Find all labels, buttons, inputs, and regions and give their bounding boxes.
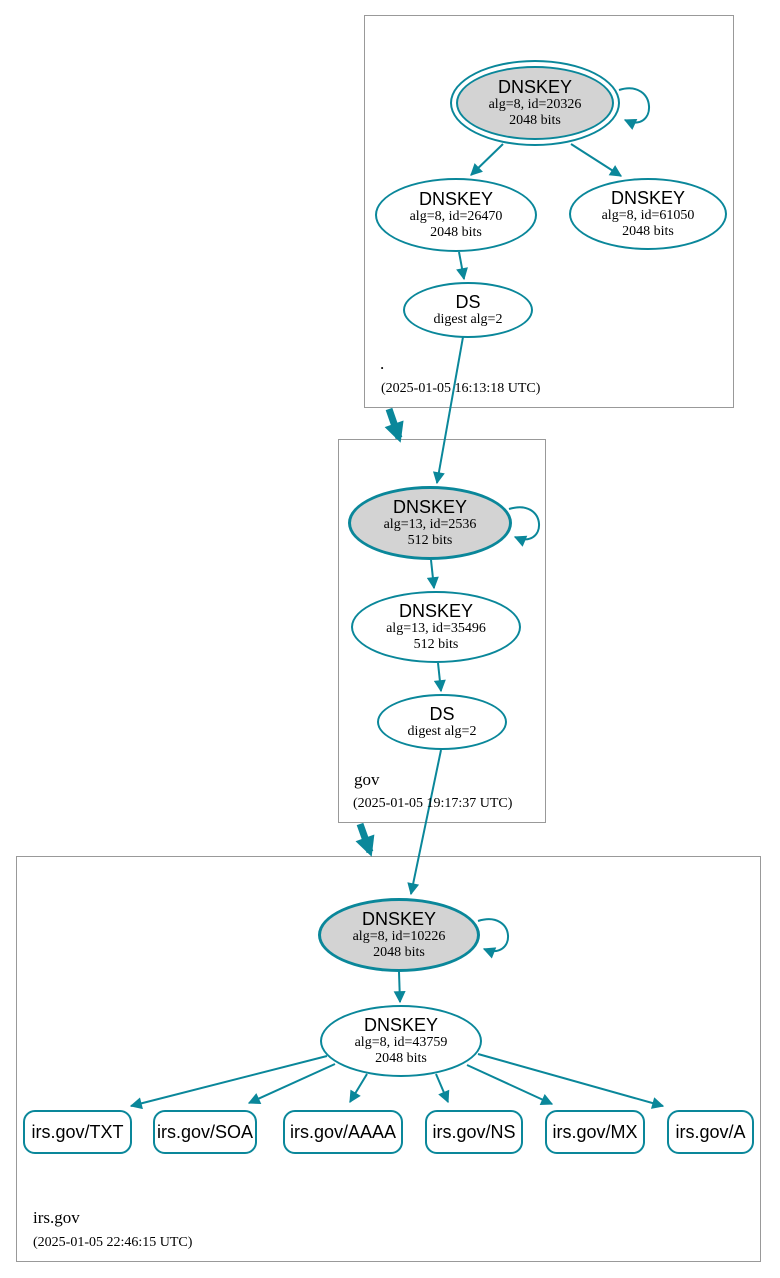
rrset-irs-gov-soa[interactable]: irs.gov/SOA (153, 1110, 257, 1154)
node-detail: alg=8, id=20326 (488, 97, 582, 112)
node-detail: alg=13, id=35496 (386, 621, 486, 636)
node-bits: 2048 bits (622, 224, 674, 239)
edge-root-zsk-to-ds (456, 251, 468, 281)
node-title: DNSKEY (398, 601, 474, 621)
node-root-zsk-61050[interactable]: DNSKEY alg=8, id=61050 2048 bits (569, 178, 727, 250)
node-irs-ksk[interactable]: DNSKEY alg=8, id=10226 2048 bits (318, 898, 480, 972)
node-bits: 2048 bits (430, 225, 482, 240)
rrset-irs-gov-mx[interactable]: irs.gov/MX (545, 1110, 645, 1154)
node-title: DNSKEY (363, 1015, 439, 1035)
edge-irs-zsk-to-aaaa (349, 1073, 368, 1104)
zone-label-gov: gov (354, 770, 380, 789)
node-root-ksk-inner: DNSKEY alg=8, id=20326 2048 bits (456, 66, 614, 140)
edge-irs-zsk-to-mx (466, 1064, 554, 1105)
node-detail: alg=13, id=2536 (383, 517, 477, 532)
node-irs-zsk-43759[interactable]: DNSKEY alg=8, id=43759 2048 bits (320, 1005, 482, 1077)
zone-timestamp-root: (2025-01-05 16:13:18 UTC) (381, 381, 541, 396)
edge-irs-zsk-to-a (477, 1053, 665, 1109)
edge-gov-to-irs-delegation (355, 822, 375, 857)
rrset-irs-gov-txt[interactable]: irs.gov/TXT (23, 1110, 132, 1154)
zone-box-irs-gov (16, 856, 761, 1262)
node-root-ds[interactable]: DS digest alg=2 (403, 282, 533, 338)
node-title: DNSKEY (610, 188, 686, 208)
node-bits: 2048 bits (509, 113, 561, 128)
rrset-irs-gov-ns[interactable]: irs.gov/NS (425, 1110, 523, 1154)
node-bits: 512 bits (413, 637, 459, 652)
edge-gov-ds-to-irs-ksk (407, 749, 442, 896)
edge-root-ksk-to-zsk-26470 (470, 143, 504, 176)
node-root-ksk[interactable]: DNSKEY alg=8, id=20326 2048 bits (450, 60, 620, 146)
edge-root-ds-to-gov-ksk (432, 336, 464, 485)
node-title: DS (455, 292, 481, 312)
node-gov-ksk[interactable]: DNSKEY alg=13, id=2536 512 bits (348, 486, 512, 560)
zone-timestamp-irs-gov: (2025-01-05 22:46:15 UTC) (33, 1235, 193, 1250)
node-detail: digest alg=2 (433, 312, 503, 327)
edge-gov-ksk-to-zsk (426, 559, 439, 590)
edge-irs-zsk-to-ns (435, 1073, 450, 1104)
edge-root-ksk-to-zsk-61050 (570, 143, 623, 177)
node-detail: alg=8, id=43759 (354, 1035, 448, 1050)
node-title: DNSKEY (497, 77, 573, 97)
zone-box-gov (338, 439, 546, 823)
node-title: DS (429, 704, 455, 724)
zone-box-root (364, 15, 734, 408)
rrset-irs-gov-a[interactable]: irs.gov/A (667, 1110, 754, 1154)
zone-label-irs-gov: irs.gov (33, 1208, 80, 1227)
edge-irs-zsk-to-soa (247, 1063, 336, 1105)
node-bits: 512 bits (407, 533, 453, 548)
zone-timestamp-gov: (2025-01-05 19:17:37 UTC) (353, 796, 513, 811)
edge-irs-zsk-to-txt (129, 1055, 328, 1110)
node-title: DNSKEY (361, 909, 437, 929)
node-detail: alg=8, id=26470 (409, 209, 503, 224)
zone-label-root: . (380, 354, 385, 373)
node-title: DNSKEY (418, 189, 494, 209)
node-detail: alg=8, id=10226 (352, 929, 446, 944)
edge-root-to-gov-delegation (384, 407, 404, 443)
edge-gov-zsk-to-ds (433, 662, 446, 693)
edge-irs-ksk-to-zsk (393, 971, 406, 1004)
node-bits: 2048 bits (375, 1051, 427, 1066)
node-gov-zsk-35496[interactable]: DNSKEY alg=13, id=35496 512 bits (351, 591, 521, 663)
edge-root-ksk-selfloop (618, 87, 650, 130)
node-title: DNSKEY (392, 497, 468, 517)
node-root-zsk-26470[interactable]: DNSKEY alg=8, id=26470 2048 bits (375, 178, 537, 252)
edge-irs-ksk-selfloop (477, 918, 509, 959)
node-detail: digest alg=2 (407, 724, 477, 739)
rrset-irs-gov-aaaa[interactable]: irs.gov/AAAA (283, 1110, 403, 1154)
node-detail: alg=8, id=61050 (601, 208, 695, 223)
edge-gov-ksk-selfloop (508, 506, 540, 547)
node-bits: 2048 bits (373, 945, 425, 960)
node-gov-ds[interactable]: DS digest alg=2 (377, 694, 507, 750)
